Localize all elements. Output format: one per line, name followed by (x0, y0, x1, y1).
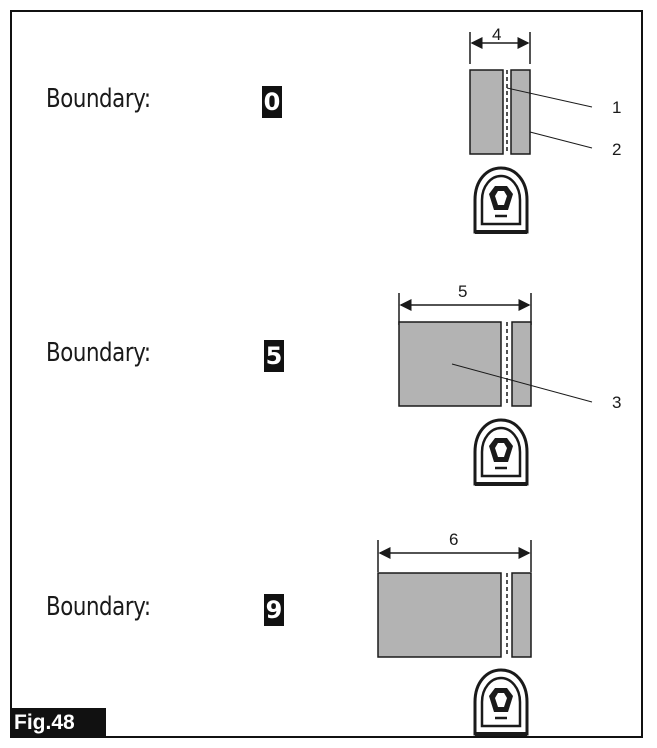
figure-frame (10, 10, 643, 738)
callout-3: 3 (612, 393, 621, 412)
callout-2: 2 (612, 140, 621, 159)
leader-line (451, 363, 593, 403)
robot-mower-icon (473, 166, 529, 234)
lawn-area (511, 321, 532, 407)
lawn-area (398, 321, 502, 407)
boundary-label-0: Boundary: (46, 84, 151, 114)
lawn-area (510, 69, 531, 155)
robot-mower-icon (473, 668, 529, 736)
dimension-label: 5 (458, 282, 467, 301)
figure-label: Fig.48 (10, 708, 106, 738)
callout-1: 1 (612, 98, 621, 117)
boundary-value-0: 0 (262, 86, 282, 118)
row-0-diagram (469, 32, 593, 234)
lawn-area (469, 69, 504, 155)
boundary-label-9: Boundary: (46, 592, 151, 622)
dimension-label: 4 (492, 25, 501, 44)
robot-mower-icon (473, 418, 529, 486)
row-9-diagram (377, 540, 532, 736)
boundary-value-9: 9 (264, 594, 284, 626)
leader-line (506, 87, 593, 108)
lawn-area (511, 572, 532, 658)
lawn-area (377, 572, 502, 658)
dimension-label: 6 (449, 530, 458, 549)
leader-line (529, 131, 593, 149)
row-5-diagram (398, 293, 593, 486)
boundary-value-5: 5 (264, 340, 284, 372)
boundary-label-5: Boundary: (46, 338, 151, 368)
